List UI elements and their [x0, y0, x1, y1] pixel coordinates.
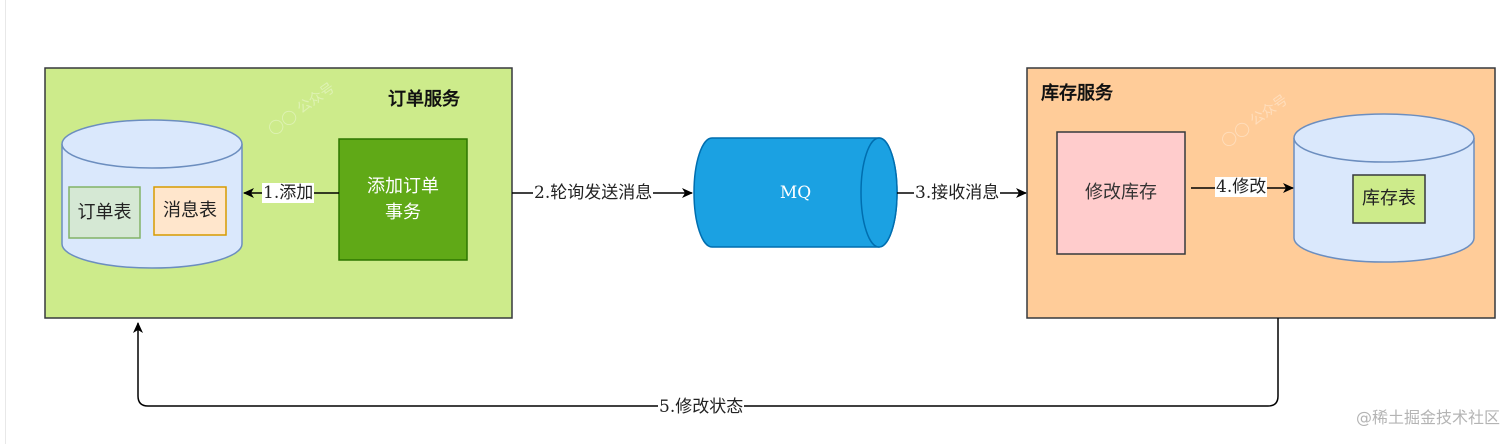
- order-table-box[interactable]: [68, 186, 141, 239]
- add-order-transaction-line1: 添加订单: [367, 175, 439, 197]
- modify-stock-box[interactable]: [1056, 131, 1186, 255]
- inventory-table-box[interactable]: [1352, 174, 1426, 224]
- edge-step2-label: 2.轮询发送消息: [533, 183, 654, 203]
- inventory-table-label: 库存表: [1362, 188, 1416, 209]
- edge-step5-label: 5.修改状态: [658, 397, 745, 417]
- add-order-transaction-text: 添加订单 事务: [339, 139, 467, 260]
- edge-step5-line: [133, 318, 1279, 407]
- modify-stock-label: 修改库存: [1085, 182, 1157, 203]
- message-table-box[interactable]: [153, 186, 227, 236]
- edge-step3-label: 3.接收消息: [914, 183, 1001, 203]
- order-service-title: 订单服务: [388, 89, 460, 110]
- mq-cylinder[interactable]: [693, 137, 898, 248]
- site-watermark: @稀土掘金技术社区: [1355, 408, 1500, 427]
- edge-step4-label: 4.修改: [1215, 177, 1268, 197]
- add-order-transaction-box[interactable]: [338, 138, 468, 261]
- message-table-label: 消息表: [163, 200, 217, 221]
- mq-label: MQ: [779, 182, 812, 203]
- add-order-transaction-line2: 事务: [385, 201, 421, 223]
- page-left-border: [5, 0, 6, 444]
- inventory-service-title: 库存服务: [1041, 83, 1113, 104]
- order-table-label: 订单表: [77, 201, 132, 223]
- edge-step1-label: 1.添加: [262, 183, 315, 203]
